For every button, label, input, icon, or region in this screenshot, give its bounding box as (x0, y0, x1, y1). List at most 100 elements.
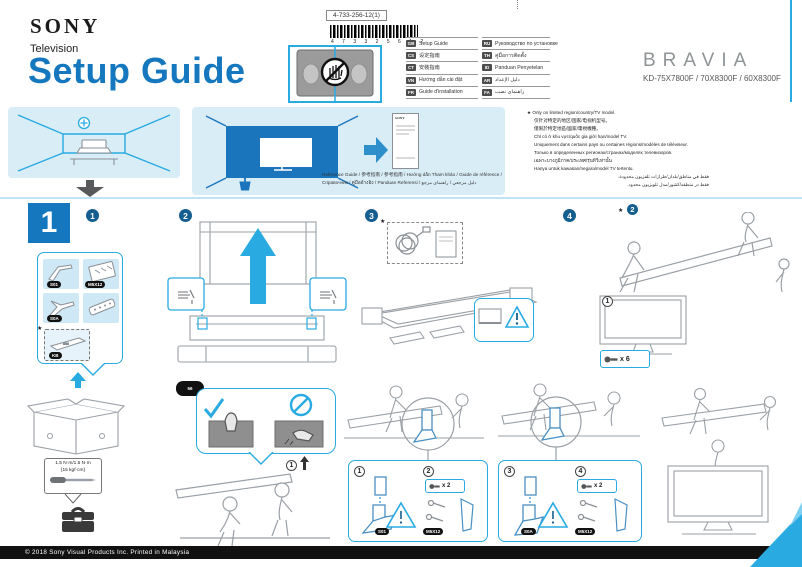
step4-lift-illustration (599, 212, 790, 355)
substep-1-badge: 1 (602, 296, 613, 307)
footer-bar: © 2018 Sony Visual Products Inc. Printed… (0, 546, 795, 559)
language-label: Руководство по установке (495, 40, 558, 47)
part-label: M5X12 (85, 280, 106, 288)
screw-fasten-icon (425, 497, 474, 532)
screw-count-label: x 2 (442, 483, 451, 489)
accessory-screws-bag: M5X12 (83, 259, 119, 289)
language-code-badge: ID (482, 64, 492, 72)
note-line-ct: 僅限於特定地區/國家/電視機種。 (534, 126, 601, 131)
stand-bracket-icon (49, 300, 75, 318)
stand-attach-scene-left (344, 385, 484, 460)
toolbox-icon (62, 507, 94, 532)
part-label: S01 (47, 280, 62, 288)
up-arrow-small-icon (300, 456, 309, 470)
screw-icon (581, 483, 592, 489)
right-arrow-icon (364, 137, 388, 163)
step56-raise-illustration (172, 473, 340, 549)
step-1-badge: 1 (86, 209, 99, 222)
note-line-ar: فقط في مناطق/بلدان/طرازات تلفزيون محدودة… (618, 174, 709, 179)
model-numbers: KD-75X7800F / 70X8300F / 60X8300F (643, 74, 781, 83)
language-label: คู่มือการติดตั้ง (495, 52, 527, 59)
part-label: S0A (521, 527, 536, 535)
stand-attach-panel-right: 3 4 S0A x 2 M5X12 (498, 460, 642, 542)
torque-line-1: 1.5 N·m/1.5 N·m (55, 461, 91, 466)
screw-icon (604, 356, 618, 362)
flat-bar-part-icon (49, 337, 87, 351)
language-code-badge: TH (482, 52, 492, 60)
section-divider (0, 197, 802, 199)
remote-control-icon (88, 298, 116, 316)
star-mark: ★ (527, 110, 532, 115)
up-arrow-icon (70, 372, 86, 388)
step-2-badge: 2 (179, 209, 192, 222)
note-line-th: เฉพาะบางภูมิภาค/ประเทศ/รุ่นทีวีเท่านั้น (534, 158, 612, 163)
step-4-badge: 4 (563, 209, 576, 222)
tv-warning-icon (478, 305, 530, 328)
step4-note-badge: 2 (627, 204, 638, 215)
part-number: 4-733-256-12(1) (326, 10, 387, 21)
part-label: S0A (47, 314, 62, 322)
part-label: M5X12 (423, 527, 444, 535)
substep-2-badge: 2 (423, 466, 434, 477)
language-code-badge: AR (482, 76, 492, 84)
language-code-badge: FA (482, 88, 492, 96)
screw-fasten-icon (577, 497, 628, 532)
no-touch-figure (288, 45, 382, 103)
stand-leg-insert-icon (361, 476, 417, 534)
language-code-badge: FR (406, 88, 416, 96)
star-mark: ★ (380, 219, 386, 225)
tv-carton-icon (26, 398, 126, 455)
star-mark: ★ (37, 326, 43, 332)
screw-icon (429, 483, 440, 489)
category-label: Television (30, 43, 79, 55)
barcode (330, 25, 418, 38)
down-arrow-icon (76, 180, 104, 197)
registration-mark (517, 0, 518, 9)
callout-tail-icon (80, 363, 106, 376)
wall-tv-scene-icon (205, 115, 359, 191)
screw-count-x6: x 6 (600, 350, 650, 368)
callout-tail-icon (64, 494, 82, 504)
part-label: S01 (375, 527, 390, 535)
screw-count-label: x 2 (594, 483, 603, 489)
screw-bag-icon (88, 261, 116, 282)
note-line-cs: 仅针对特定的地区/国家/电视机型号。 (534, 118, 611, 123)
language-label: دليل الإعداد (495, 77, 520, 84)
accessories-panel: S01 M5X12 S0A ★ KB (37, 252, 123, 364)
step2-unbox-illustration (167, 221, 347, 363)
correct-grip-icon (203, 393, 324, 448)
substep-3-badge: 3 (504, 466, 515, 477)
note-line-en: ★ Only on limited region/country/TV mode… (527, 109, 709, 117)
room-perspective-icon (17, 114, 171, 172)
stand-attach-panel-left: 1 2 S01 x 2 M5X12 (348, 460, 488, 542)
screw-count-x2: x 2 (425, 479, 465, 493)
language-code-badge: RU (482, 40, 492, 48)
stand-leg-insert-icon (513, 476, 569, 536)
note-line-fr: Uniquement dans certains pays ou certain… (534, 142, 688, 147)
part-label: KB (49, 351, 62, 359)
language-label: Setup Guide (419, 40, 448, 47)
right-edge-rule (790, 0, 792, 102)
power-cord-icon (395, 226, 457, 258)
screw-count-label: x 6 (620, 355, 630, 363)
handling-callout (196, 388, 336, 454)
torque-line-2: {15 kgf·cm} (60, 467, 86, 473)
note-text: Only on limited region/country/TV model. (532, 110, 616, 115)
booklet-lines-icon (396, 125, 415, 159)
barcode-digits: 4 7 3 3 2 5 6 1 2 (331, 39, 427, 45)
substep-4-badge: 4 (575, 466, 586, 477)
accessory-stand-part-2: S0A (43, 293, 79, 323)
language-label: 安裝指南 (419, 65, 440, 72)
language-code-badge: VN (406, 76, 416, 84)
section-number-badge: 1 (28, 203, 70, 243)
note-line-fa: فقط در منطقه/کشور/مدل تلویزیون محدود. (627, 182, 709, 187)
